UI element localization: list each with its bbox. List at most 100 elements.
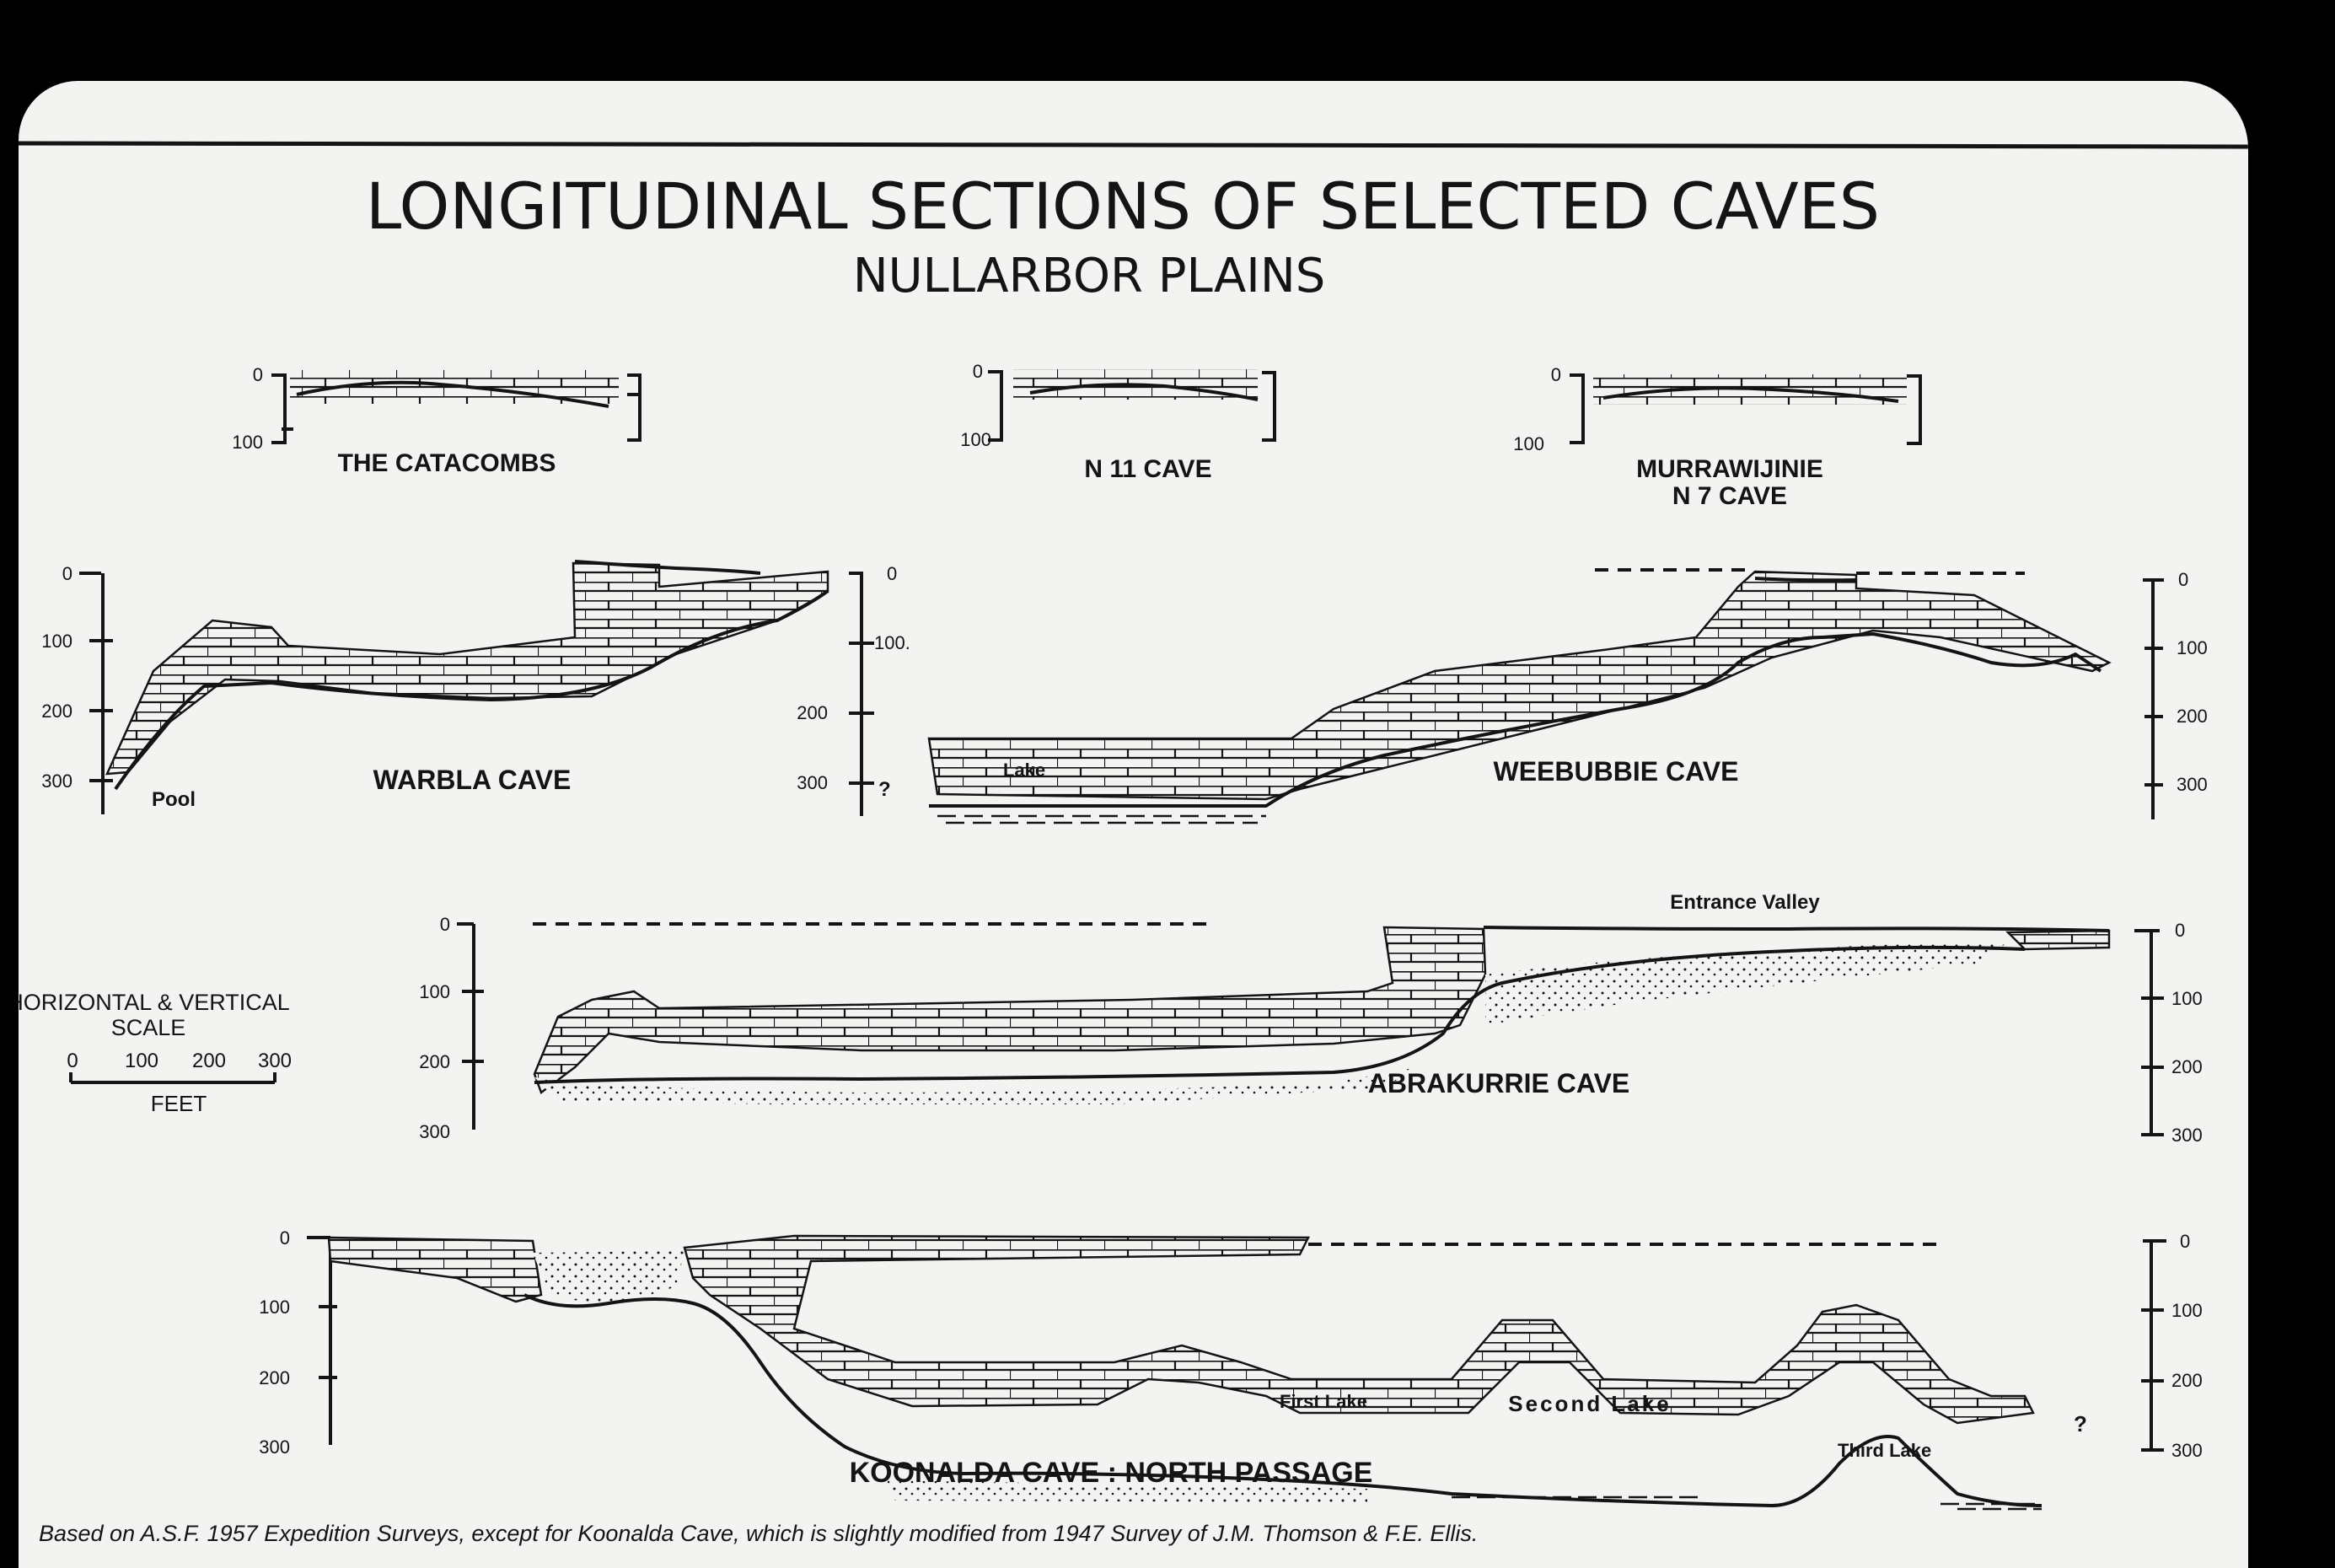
catacombs-right-scale [627,373,641,442]
weebubbie-label: WEEBUBBIE CAVE [1494,756,1739,787]
weebubbie-rock [927,570,2112,801]
koonalda-third-lake-label: Third Lake [1838,1440,1931,1461]
warbla-right-100: 100. [874,632,910,653]
weebubbie-question-mark: ? [878,778,891,801]
koonalda-question-mark: ? [2074,1411,2087,1436]
catacombs-section: 0 100 THE CATACOMBS [232,364,641,477]
abrakurrie-right-scale [2134,929,2164,1136]
footer-credit: Based on A.S.F. 1957 Expedition Surveys,… [39,1521,1478,1546]
abrakurrie-depth-200: 200 [419,1051,450,1072]
abrakurrie-floor [534,945,2026,1084]
catacombs-label: THE CATACOMBS [338,449,556,477]
n11-floor [1029,383,1259,401]
koonalda-section: 0 100 200 300 First Lake Second Lake Thi… [259,1227,2203,1511]
abrakurrie-right-200: 200 [2171,1056,2203,1077]
weebubbie-lake-water [937,814,1266,824]
warbla-depth-300: 300 [41,771,72,792]
warbla-depth-scale [79,572,113,814]
abrakurrie-section: 0 100 200 300 Entrance Valley 0 100 200 … [419,891,2202,1146]
koonalda-right-100: 100 [2171,1300,2203,1321]
cave-sections-diagram: LONGITUDINAL SECTIONS OF SELECTED CAVES … [19,141,2248,1546]
koonalda-label: KOONALDA CAVE : NORTH PASSAGE [850,1457,1373,1489]
koonalda-entrance-sand [533,1251,684,1302]
scale-legend: HORIZONTAL & VERTICAL SCALE 0 100 200 30… [19,990,292,1116]
murrawijinie-right-scale [1907,374,1922,445]
koonalda-depth-200: 200 [259,1367,290,1388]
n11-depth-scale [988,370,1003,442]
koonalda-floor [523,1293,2042,1507]
abrakurrie-right-300: 300 [2171,1125,2203,1146]
warbla-rock [105,561,829,776]
koonalda-right-200: 200 [2171,1370,2203,1391]
abrakurrie-depth-300: 300 [419,1121,450,1142]
weebubbie-right-100: 100 [2177,637,2208,658]
koonalda-first-lake-label: First Lake [1280,1391,1367,1412]
murrawijinie-depth-0: 0 [1551,364,1561,385]
murrawijinie-depth-scale [1570,373,1585,444]
warbla-right-0: 0 [887,563,897,584]
koonalda-right-300: 300 [2171,1440,2203,1461]
abrakurrie-label: ABRAKURRIE CAVE [1368,1068,1630,1098]
abrakurrie-rock [533,926,1487,1095]
warbla-pool-label: Pool [152,788,196,811]
subtitle: NULLARBOR PLAINS [853,249,1326,303]
scale-tick-100: 100 [125,1050,158,1072]
slide-paper: LONGITUDINAL SECTIONS OF SELECTED CAVES … [19,81,2248,1568]
koonalda-depth-300: 300 [259,1436,290,1458]
catacombs-depth-100: 100 [232,432,263,453]
weebubbie-section: Lake ? 0 100 200 300 WEEBUBBIE CAVE [878,568,2208,824]
warbla-floor [114,589,829,791]
catacombs-depth-scale [271,373,293,444]
abrakurrie-sand-slope [1485,942,2008,1025]
warbla-label: WARBLA CAVE [373,765,572,795]
weebubbie-left-200: 200 [797,702,828,723]
murrawijinie-floor [1602,386,1899,403]
abrakurrie-depth-0: 0 [440,914,450,935]
n11-section: 0 100 N 11 CAVE [960,361,1276,483]
scale-unit: FEET [151,1091,207,1116]
scale-title-2: SCALE [111,1015,186,1040]
koonalda-rock [683,1234,2035,1425]
weebubbie-right-scale [2143,578,2164,819]
abrakurrie-depth-scale [457,922,484,1130]
koonalda-depth-scale [307,1236,337,1445]
murrawijinie-depth-100: 100 [1513,433,1544,454]
koonalda-depth-0: 0 [280,1227,290,1248]
warbla-depth-200: 200 [41,701,72,722]
weebubbie-lake-label: Lake [1003,760,1045,781]
weebubbie-right-200: 200 [2177,706,2208,727]
abrakurrie-depth-100: 100 [419,981,450,1002]
main-title: LONGITUDINAL SECTIONS OF SELECTED CAVES [366,169,1880,244]
warbla-section: 0 100 200 300 0 100. 200 300 Pool WARBLA… [41,560,910,816]
koonalda-lake-water [1452,1496,2042,1511]
n11-depth-100: 100 [960,429,991,450]
murrawijinie-section: 0 100 MURRAWIJINIE N 7 CAVE [1513,364,1922,510]
abrakurrie-right-0: 0 [2175,920,2185,941]
abrakurrie-entrance-label: Entrance Valley [1670,891,1820,914]
n11-label: N 11 CAVE [1084,455,1211,483]
scale-tick-300: 300 [258,1050,292,1072]
koonalda-second-lake-label: Second Lake [1508,1391,1671,1416]
warbla-right-scale [849,572,874,816]
koonalda-right-0: 0 [2180,1231,2190,1252]
abrakurrie-right-100: 100 [2171,988,2203,1009]
weebubbie-right-0: 0 [2178,569,2188,590]
koonalda-entrance-rock [327,1236,543,1303]
koonalda-floor-sand [887,1480,1367,1502]
n11-depth-0: 0 [973,361,983,382]
abrakurrie-valley-surface [1483,926,2110,932]
weebubbie-right-300: 300 [2177,774,2208,795]
weebubbie-left-300: 300 [797,772,828,793]
scale-title-1: HORIZONTAL & VERTICAL [19,990,290,1015]
koonalda-depth-100: 100 [259,1297,290,1318]
scale-bar [69,1072,276,1084]
murrawijinie-label-2: N 7 CAVE [1672,482,1787,510]
murrawijinie-label-1: MURRAWIJINIE [1636,455,1823,483]
warbla-depth-100: 100 [41,631,72,652]
warbla-depth-0: 0 [62,563,72,584]
koonalda-right-scale [2141,1239,2166,1452]
abrakurrie-sand-floor [534,1067,1418,1104]
scale-tick-200: 200 [192,1050,226,1072]
abrakurrie-entrance-rock [2005,929,2111,951]
scale-tick-0: 0 [67,1050,78,1072]
